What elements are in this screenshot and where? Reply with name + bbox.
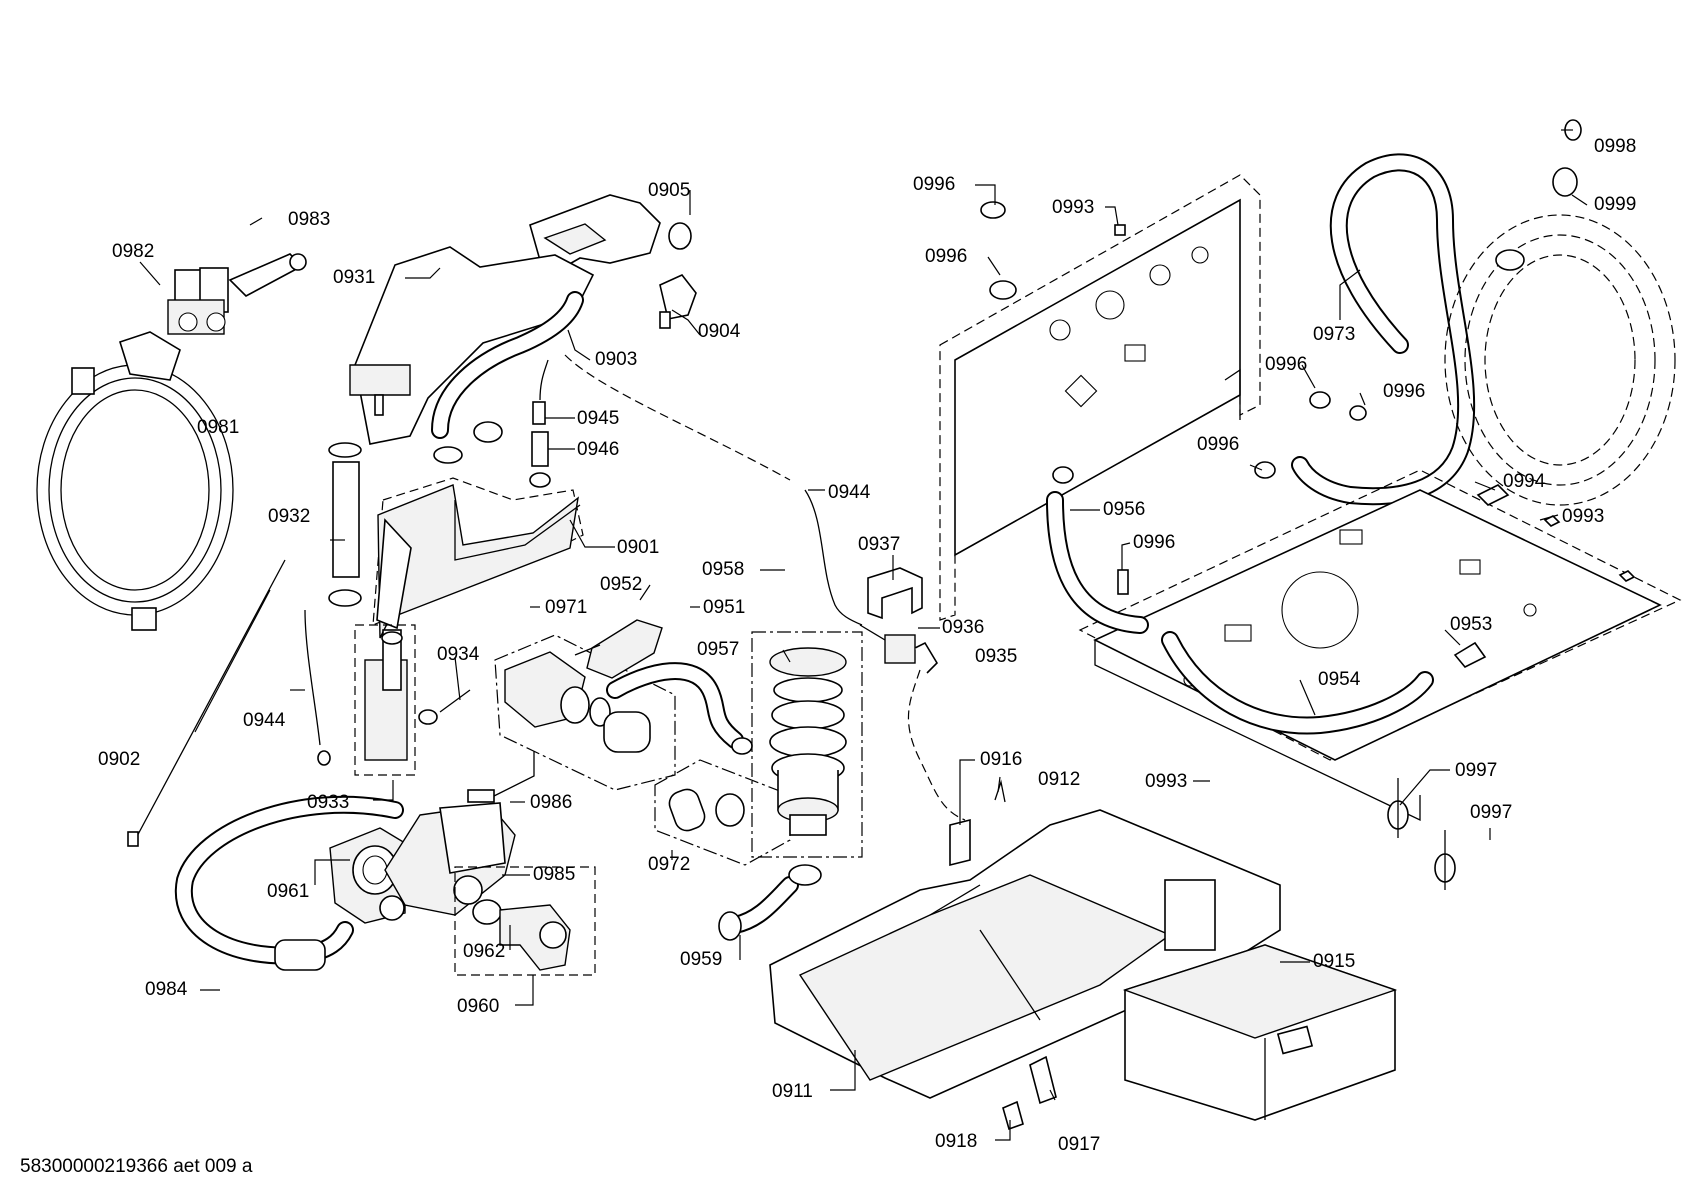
callout-label: 0996 [925, 246, 967, 267]
drain-hose-part [174, 795, 404, 971]
callout-label: 0903 [595, 349, 637, 370]
valve-unit-part [454, 866, 596, 976]
sensor-bracket-part [867, 567, 923, 620]
base-clips-part [949, 779, 1006, 867]
callout-label: 0982 [112, 241, 154, 262]
pressure-sensor-part [859, 624, 939, 674]
callout-label: 0935 [975, 646, 1017, 667]
callout-label: 0994 [1503, 471, 1546, 492]
callout-label: 0946 [577, 439, 619, 460]
inlet-hose-coil-part [36, 364, 234, 631]
bracket-tube-part [354, 624, 416, 776]
callout-label: 0917 [1058, 1134, 1100, 1155]
callout-label: 0934 [437, 644, 480, 665]
leader-lines [139, 129, 1588, 1141]
inlet-valve-part [119, 267, 229, 381]
base-plate-part [1078, 469, 1682, 822]
dispenser-top-part [349, 246, 595, 445]
pump-body-part [379, 802, 516, 921]
sump-hose-part [606, 662, 753, 755]
callout-label: 0902 [98, 749, 140, 770]
callout-label: 0996 [1383, 381, 1425, 402]
callout-label: 0912 [1038, 769, 1080, 790]
callout-label: 0959 [680, 949, 722, 970]
callout-label: 0972 [648, 854, 690, 875]
callout-label: 0911 [772, 1081, 813, 1102]
callout-label: 0944 [828, 482, 871, 503]
heater-sleeve-part [654, 759, 791, 866]
hose-0956-part [1046, 491, 1149, 634]
callout-label: 0931 [333, 267, 375, 288]
dispenser-hose-part [431, 291, 584, 464]
callout-label: 0971 [545, 597, 587, 618]
base-cover-part [1122, 944, 1398, 1121]
callout-label: 0961 [267, 881, 309, 902]
callout-label: 0904 [698, 321, 741, 342]
callout-label: 0993 [1145, 771, 1187, 792]
callout-label: 0918 [935, 1131, 977, 1152]
callout-label: 0996 [1133, 532, 1175, 553]
callout-label: 0952 [600, 574, 642, 595]
callout-label: 0933 [307, 792, 349, 813]
callout-label: 0984 [145, 979, 188, 1000]
callout-label: 0957 [697, 639, 739, 660]
dispenser-housing-part [372, 477, 584, 639]
callout-labels: 0998 0999 0905 0996 0993 0983 0982 0931 … [98, 136, 1636, 1155]
rear-panel-part [939, 174, 1261, 621]
ground-wire-part [127, 559, 286, 847]
duct-part [529, 194, 692, 280]
callout-label: 0981 [197, 417, 239, 438]
callout-label: 0944 [243, 710, 286, 731]
callout-label: 0996 [913, 174, 955, 195]
cap-nut-part [1552, 119, 1582, 197]
callout-label: 0996 [1265, 354, 1307, 375]
callout-label: 0960 [457, 996, 499, 1017]
callout-label: 0937 [858, 534, 900, 555]
callout-label: 0996 [1197, 434, 1239, 455]
sump-fitting-part [574, 619, 663, 679]
thin-hose-right-part [564, 354, 966, 821]
callout-label: 0901 [617, 537, 659, 558]
callout-label: 0998 [1594, 136, 1636, 157]
drum-outline-part [1444, 214, 1676, 506]
callout-label: 0999 [1594, 194, 1636, 215]
hose-clips-part [980, 201, 1367, 595]
callout-label: 0962 [463, 941, 505, 962]
filter-stack-part [751, 631, 863, 858]
callout-label: 0997 [1470, 802, 1512, 823]
sump-assembly-part [418, 634, 676, 791]
callout-label: 0953 [1450, 614, 1492, 635]
hose-0954-part [1161, 631, 1434, 735]
callout-label: 0973 [1313, 324, 1355, 345]
callout-label: 0958 [702, 559, 744, 580]
callout-label: 0985 [533, 864, 575, 885]
callout-label: 0945 [577, 408, 619, 429]
hose-adapter-part [228, 253, 307, 297]
callout-label: 0905 [648, 180, 690, 201]
callout-label: 0915 [1313, 951, 1355, 972]
callout-label: 0932 [268, 506, 310, 527]
pump-sensor-part [467, 751, 535, 803]
callout-label: 0993 [1562, 506, 1604, 527]
callout-label: 0983 [288, 209, 330, 230]
callout-label: 0956 [1103, 499, 1145, 520]
small-brackets-part [1002, 1055, 1057, 1131]
drawing-code: 58300000219366 aet 009 a [20, 1156, 253, 1177]
hose-clamps-part [1387, 778, 1456, 890]
air-trap-part [529, 359, 551, 488]
callout-label: 0993 [1052, 197, 1094, 218]
callout-label: 0916 [980, 749, 1022, 770]
long-hose-part [1291, 153, 1476, 506]
base-frame-part [769, 809, 1281, 1099]
connector-part [659, 274, 697, 329]
callout-label: 0951 [703, 597, 745, 618]
elbow-hose-part [718, 864, 822, 941]
callout-label: 0936 [942, 617, 984, 638]
callout-label: 0997 [1455, 760, 1497, 781]
thin-hose-left-part [304, 609, 331, 766]
callout-label: 0986 [530, 792, 572, 813]
callout-label: 0954 [1318, 669, 1361, 690]
tube-part [328, 442, 362, 607]
